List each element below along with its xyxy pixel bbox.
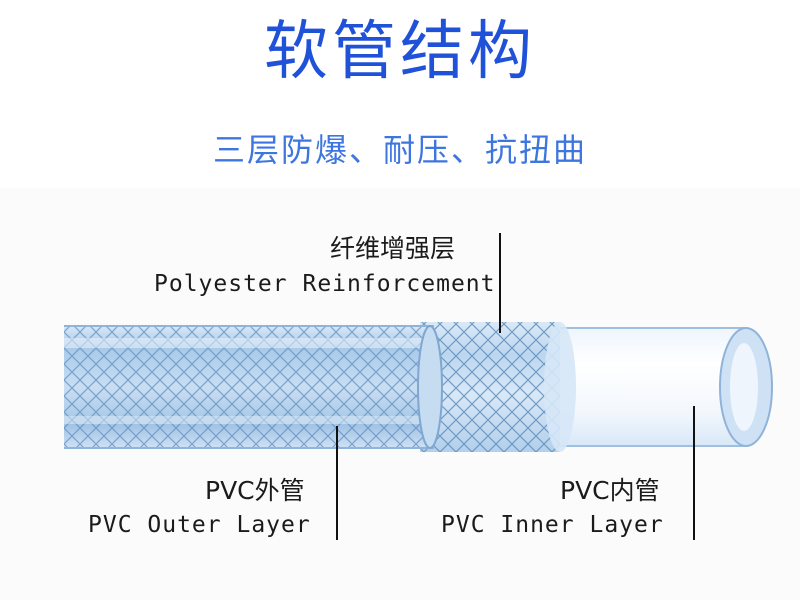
hose-cross-section-illustration	[64, 233, 773, 540]
outer-layer	[64, 325, 443, 449]
inner-label-cn: PVC内管	[560, 476, 660, 505]
outer-label-cn: PVC外管	[205, 476, 305, 505]
inner-tube	[540, 327, 773, 447]
reinforcement-layer	[420, 322, 576, 452]
diagram-title: 软管结构	[264, 15, 536, 89]
reinforcement-label-en: Polyester Reinforcement	[154, 271, 496, 297]
reinforcement-label-cn: 纤维增强层	[330, 234, 456, 263]
outer-label-en: PVC Outer Layer	[88, 512, 311, 538]
diagram-subtitle: 三层防爆、耐压、抗扭曲	[212, 131, 587, 169]
inner-label-en: PVC Inner Layer	[441, 512, 664, 538]
